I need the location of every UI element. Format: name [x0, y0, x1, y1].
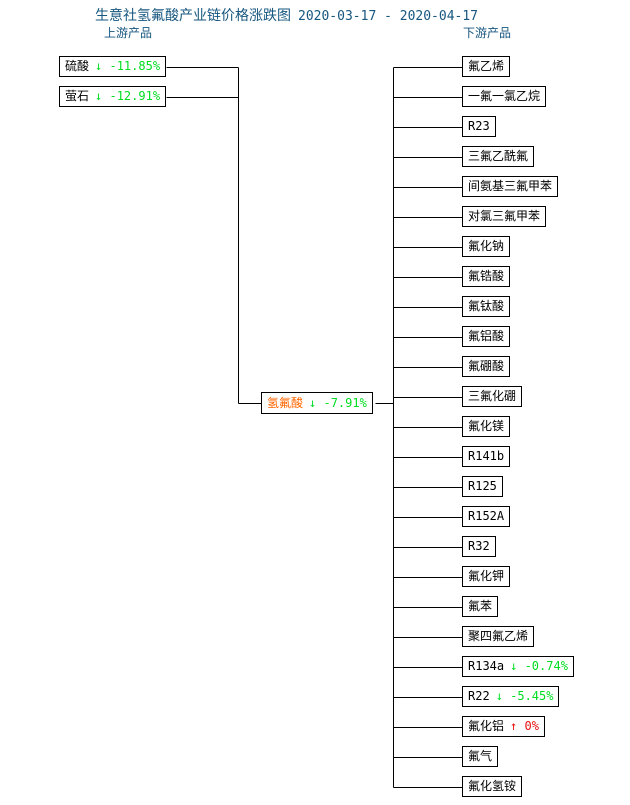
downstream-node-13[interactable]: 氟化镁 [462, 416, 511, 437]
chart-title: 生意社氢氟酸产业链价格涨跌图 2020-03-17 - 2020-04-17 [95, 8, 478, 25]
node-label: 氟气 [468, 749, 493, 763]
node-label: 氢氟酸 [267, 396, 304, 410]
upstream-node-2[interactable]: 萤石 ↓ -12.91% [59, 86, 167, 107]
downstream-node-21[interactable]: R134a ↓ -0.74% [462, 656, 574, 677]
downstream-node-14[interactable]: R141b [462, 446, 511, 467]
node-label: 氟铝酸 [468, 329, 505, 343]
chart-date-range: 2020-03-17 - 2020-04-17 [298, 9, 479, 24]
node-label: R134a [468, 659, 505, 673]
node-label: 氟化钾 [468, 569, 505, 583]
center-node-hydrofluoric-acid[interactable]: 氢氟酸 ↓ -7.91% [261, 392, 373, 414]
node-label: 萤石 [65, 89, 90, 103]
node-label: R23 [468, 119, 490, 133]
node-label: 三氟乙酰氟 [468, 149, 529, 163]
upstream-node-1[interactable]: 硫酸 ↓ -11.85% [59, 56, 167, 77]
downstream-node-17[interactable]: R32 [462, 536, 496, 557]
node-change-value: ↓ -12.91% [95, 89, 161, 103]
downstream-node-16[interactable]: R152A [462, 506, 511, 527]
downstream-node-4[interactable]: 三氟乙酰氟 [462, 146, 535, 167]
node-label: 三氟化硼 [468, 389, 517, 403]
node-label: R32 [468, 539, 490, 553]
downstream-node-23[interactable]: 氟化铝 ↑ 0% [462, 716, 545, 737]
node-change-value: ↓ -7.91% [309, 396, 367, 410]
downstream-node-7[interactable]: 氟化钠 [462, 236, 511, 257]
node-label: 氟化镁 [468, 419, 505, 433]
node-label: 氟乙烯 [468, 59, 505, 73]
node-change-value: ↓ -0.74% [510, 659, 568, 673]
node-label: 氟钛酸 [468, 299, 505, 313]
node-label: 氟苯 [468, 599, 493, 613]
node-change-value: ↑ 0% [510, 719, 539, 733]
downstream-node-25[interactable]: 氟化氢铵 [462, 776, 523, 797]
downstream-node-12[interactable]: 三氟化硼 [462, 386, 523, 407]
downstream-node-8[interactable]: 氟锆酸 [462, 266, 511, 287]
node-label: R125 [468, 479, 497, 493]
upstream-column-heading: 上游产品 [104, 26, 153, 40]
chart-title-main: 生意社氢氟酸产业链价格涨跌图 [95, 8, 291, 24]
node-label: 聚四氟乙烯 [468, 629, 529, 643]
node-label: 硫酸 [65, 59, 90, 73]
downstream-node-10[interactable]: 氟铝酸 [462, 326, 511, 347]
downstream-column-heading: 下游产品 [463, 26, 512, 40]
downstream-node-24[interactable]: 氟气 [462, 746, 499, 767]
downstream-node-6[interactable]: 对氯三氟甲苯 [462, 206, 547, 227]
downstream-node-5[interactable]: 间氨基三氟甲苯 [462, 176, 559, 197]
node-label: R152A [468, 509, 505, 523]
node-label: 氟化铝 [468, 719, 505, 733]
node-label: 氟化氢铵 [468, 779, 517, 793]
node-change-value: ↓ -5.45% [495, 689, 554, 703]
downstream-node-3[interactable]: R23 [462, 116, 496, 137]
node-label: 氟锆酸 [468, 269, 505, 283]
node-label: 氟硼酸 [468, 359, 505, 373]
downstream-node-22[interactable]: R22 ↓ -5.45% [462, 686, 560, 707]
downstream-node-15[interactable]: R125 [462, 476, 503, 497]
downstream-node-11[interactable]: 氟硼酸 [462, 356, 511, 377]
node-change-value: ↓ -11.85% [95, 59, 161, 73]
node-label: R22 [468, 689, 490, 703]
node-label: 氟化钠 [468, 239, 505, 253]
downstream-node-20[interactable]: 聚四氟乙烯 [462, 626, 535, 647]
node-label: 间氨基三氟甲苯 [468, 179, 553, 193]
node-label: 一氟一氯乙烷 [468, 89, 541, 103]
node-label: R141b [468, 449, 505, 463]
node-label: 对氯三氟甲苯 [468, 209, 541, 223]
downstream-node-18[interactable]: 氟化钾 [462, 566, 511, 587]
downstream-node-1[interactable]: 氟乙烯 [462, 56, 511, 77]
downstream-node-19[interactable]: 氟苯 [462, 596, 499, 617]
downstream-node-9[interactable]: 氟钛酸 [462, 296, 511, 317]
downstream-node-2[interactable]: 一氟一氯乙烷 [462, 86, 547, 107]
